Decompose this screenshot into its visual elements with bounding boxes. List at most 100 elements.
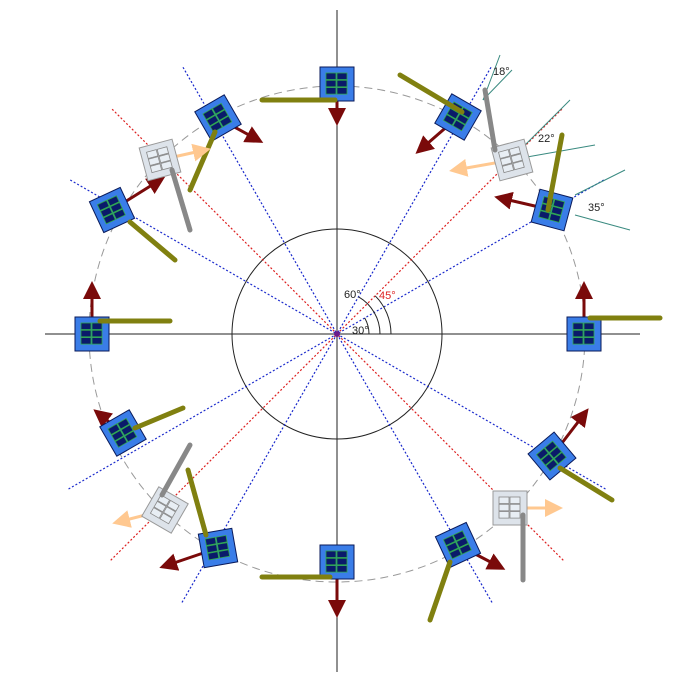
solar-cell: [572, 337, 584, 345]
solar-cell: [103, 213, 116, 225]
angle-annotation-line: [574, 169, 626, 196]
angle-annotation-line: [574, 214, 631, 231]
satellite-body: [194, 94, 242, 142]
satellite: [397, 72, 482, 154]
solar-cell: [498, 503, 510, 512]
solar-cell: [163, 506, 177, 518]
solar-cell: [215, 109, 229, 121]
satellite-body: [99, 409, 147, 457]
solar-cell: [157, 494, 171, 507]
satellite-body: [490, 138, 534, 182]
satellite: [427, 521, 506, 623]
angle-arc-30: [364, 317, 370, 335]
solar-panel: [132, 405, 186, 431]
ghost-satellite: [449, 87, 534, 182]
solar-cell: [116, 417, 130, 430]
solar-cell: [509, 503, 521, 512]
solar-panel: [427, 559, 453, 623]
solar-cell: [538, 210, 551, 220]
angle-arc-45: [374, 295, 392, 335]
ghost-solar-panel: [482, 87, 498, 153]
solar-cell: [159, 512, 173, 525]
solar-cell: [449, 548, 462, 560]
satellite-body: [319, 544, 355, 580]
solar-cell: [325, 87, 337, 95]
solar-cell: [204, 536, 217, 546]
solar-cell: [336, 550, 348, 558]
solar-cell: [325, 565, 337, 573]
label-angle-35: 35°: [588, 202, 605, 214]
solar-cell: [206, 544, 218, 554]
solar-cell: [498, 149, 511, 159]
solar-cell: [106, 195, 120, 207]
ghost-satellite: [112, 442, 193, 534]
solar-cell: [153, 500, 167, 513]
satellite: [259, 544, 355, 618]
solar-cell: [109, 201, 123, 214]
label-angle-45: 45°: [379, 290, 396, 302]
satellite: [187, 94, 264, 193]
satellite: [259, 66, 355, 126]
solar-cell: [509, 496, 521, 504]
solar-cell: [540, 453, 554, 466]
solar-cell: [112, 208, 126, 220]
solar-cell: [544, 440, 558, 454]
solar-cell: [325, 79, 337, 88]
satellite-body: [434, 521, 482, 569]
solar-cell: [498, 496, 510, 504]
solar-cell: [510, 153, 523, 164]
satellite: [93, 405, 186, 457]
ghost-satellite: [138, 138, 211, 233]
solar-cell: [218, 549, 231, 559]
center-point: [334, 331, 340, 337]
solar-cell: [202, 108, 216, 121]
satellite: [494, 132, 574, 232]
ghost-solar-panel: [169, 167, 193, 233]
solar-cell: [158, 153, 171, 164]
solar-cell: [209, 121, 223, 133]
solar-cell: [91, 322, 103, 330]
solar-cell: [219, 115, 233, 128]
solar-cell: [215, 534, 228, 545]
solar-cell: [456, 113, 470, 125]
solar-panel: [545, 132, 565, 213]
solar-panel: [187, 129, 218, 193]
solar-cell: [498, 511, 510, 519]
solar-cell: [442, 534, 456, 547]
solar-cell: [96, 199, 110, 212]
solar-cell: [552, 198, 565, 209]
satellite: [527, 408, 615, 503]
solar-cell: [572, 329, 584, 338]
solar-cell: [325, 557, 337, 566]
solar-panel: [127, 219, 178, 263]
solar-cell: [553, 451, 567, 465]
solar-cell: [499, 156, 513, 167]
solar-panel: [397, 72, 465, 115]
label-angle-18: 18°: [493, 66, 510, 78]
solar-cell: [535, 447, 549, 461]
solar-cell: [147, 156, 161, 167]
solar-cell: [452, 530, 466, 542]
satellite: [88, 176, 178, 263]
solar-cell: [572, 322, 584, 330]
label-angle-30: 30°: [352, 325, 369, 337]
solar-panel: [185, 467, 209, 538]
solar-cell: [336, 87, 348, 95]
ghost-satellite: [492, 490, 563, 583]
satellite-body: [141, 486, 189, 534]
solar-cell: [548, 212, 562, 223]
solar-cell: [336, 72, 348, 80]
solar-cell: [549, 446, 563, 459]
solar-cell: [501, 163, 515, 174]
solar-cell: [166, 499, 180, 512]
solar-cell: [583, 337, 595, 345]
solar-cell: [445, 541, 459, 553]
solar-cell: [107, 423, 121, 436]
solar-cell: [80, 329, 92, 338]
solar-cell: [211, 102, 225, 115]
solar-cell: [120, 424, 134, 436]
ghost-solar-panel: [159, 442, 193, 498]
solar-cell: [508, 146, 521, 157]
satellite: [566, 281, 663, 352]
solar-cell: [509, 511, 521, 519]
